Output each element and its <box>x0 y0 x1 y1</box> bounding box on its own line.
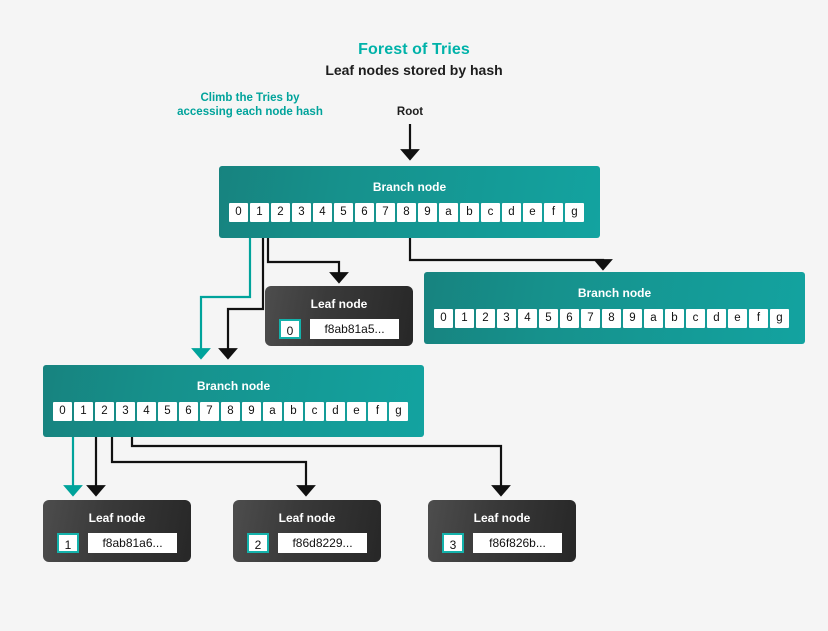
branch-cell-3[interactable]: 3 <box>497 309 516 328</box>
branch-cell-0[interactable]: 0 <box>229 203 248 222</box>
branch-cell-1[interactable]: 1 <box>250 203 269 222</box>
branch-cell-a[interactable]: a <box>263 402 282 421</box>
branch-cell-row: 0 1 2 3 4 5 6 7 8 9 a b c d e f g <box>424 309 805 328</box>
branch-cell-8[interactable]: 8 <box>602 309 621 328</box>
leaf-node-row: 0 f8ab81a5... <box>265 319 413 339</box>
branch-cell-e[interactable]: e <box>728 309 747 328</box>
leaf-node-index[interactable]: 0 <box>279 319 301 339</box>
branch-cell-6[interactable]: 6 <box>179 402 198 421</box>
branch-node-title: Branch node <box>372 180 447 194</box>
branch-cell-6[interactable]: 6 <box>560 309 579 328</box>
branch-cell-8[interactable]: 8 <box>397 203 416 222</box>
page-subtitle: Leaf nodes stored by hash <box>325 62 503 78</box>
connector-cell1-to-branch-left <box>218 221 265 360</box>
leaf-node-title: Leaf node <box>278 511 336 525</box>
leaf-node-hash[interactable]: f86f826b... <box>473 533 562 553</box>
branch-cell-c[interactable]: c <box>686 309 705 328</box>
branch-cell-f[interactable]: f <box>544 203 563 222</box>
root-annotation: Root <box>396 106 424 118</box>
leaf-node-index[interactable]: 1 <box>57 533 79 553</box>
leaf-node-index[interactable]: 2 <box>247 533 269 553</box>
branch-cell-9[interactable]: 9 <box>623 309 642 328</box>
branch-cell-row: 0 1 2 3 4 5 6 7 8 9 a b c d e f g <box>43 402 424 421</box>
branch-cell-g[interactable]: g <box>770 309 789 328</box>
branch-cell-7[interactable]: 7 <box>376 203 395 222</box>
branch-cell-d[interactable]: d <box>707 309 726 328</box>
branch-cell-5[interactable]: 5 <box>334 203 353 222</box>
branch-cell-1[interactable]: 1 <box>455 309 474 328</box>
leaf-node-top[interactable]: Leaf node 0 f8ab81a5... <box>265 286 413 346</box>
branch-cell-b[interactable]: b <box>460 203 479 222</box>
branch-cell-a[interactable]: a <box>644 309 663 328</box>
branch-cell-1[interactable]: 1 <box>74 402 93 421</box>
leaf-node-row: 2 f86d8229... <box>233 533 381 553</box>
branch-cell-5[interactable]: 5 <box>539 309 558 328</box>
branch-cell-2[interactable]: 2 <box>95 402 114 421</box>
branch-cell-0[interactable]: 0 <box>434 309 453 328</box>
branch-cell-d[interactable]: d <box>326 402 345 421</box>
branch-cell-row: 0 1 2 3 4 5 6 7 8 9 a b c d e f g <box>219 203 600 222</box>
branch-node-title: Branch node <box>577 286 652 300</box>
branch-cell-8[interactable]: 8 <box>221 402 240 421</box>
connector-cell0-to-branch-left <box>191 221 252 360</box>
branch-cell-4[interactable]: 4 <box>137 402 156 421</box>
branch-cell-7[interactable]: 7 <box>581 309 600 328</box>
branch-cell-0[interactable]: 0 <box>53 402 72 421</box>
branch-cell-a[interactable]: a <box>439 203 458 222</box>
branch-cell-9[interactable]: 9 <box>242 402 261 421</box>
branch-cell-c[interactable]: c <box>305 402 324 421</box>
leaf-node-bottom-1[interactable]: Leaf node 1 f8ab81a6... <box>43 500 191 562</box>
page-title: Forest of Tries <box>358 41 470 58</box>
branch-node-title: Branch node <box>196 379 271 393</box>
leaf-node-title: Leaf node <box>473 511 531 525</box>
branch-cell-3[interactable]: 3 <box>116 402 135 421</box>
branch-cell-6[interactable]: 6 <box>355 203 374 222</box>
branch-cell-g[interactable]: g <box>389 402 408 421</box>
branch-cell-2[interactable]: 2 <box>271 203 290 222</box>
leaf-node-hash[interactable]: f86d8229... <box>278 533 367 553</box>
branch-cell-2[interactable]: 2 <box>476 309 495 328</box>
connector-cell1-to-leaf-top <box>266 232 349 284</box>
leaf-node-row: 1 f8ab81a6... <box>43 533 191 553</box>
branch-cell-f[interactable]: f <box>368 402 387 421</box>
branch-cell-e[interactable]: e <box>347 402 366 421</box>
branch-cell-3[interactable]: 3 <box>292 203 311 222</box>
branch-cell-4[interactable]: 4 <box>518 309 537 328</box>
leaf-node-title: Leaf node <box>310 297 368 311</box>
branch-cell-9[interactable]: 9 <box>418 203 437 222</box>
leaf-node-index[interactable]: 3 <box>442 533 464 553</box>
branch-node-root[interactable]: Branch node 0 1 2 3 4 5 6 7 8 9 a b c d … <box>219 166 600 238</box>
branch-cell-7[interactable]: 7 <box>200 402 219 421</box>
leaf-node-hash[interactable]: f8ab81a6... <box>88 533 177 553</box>
branch-node-left[interactable]: Branch node 0 1 2 3 4 5 6 7 8 9 a b c d … <box>43 365 424 437</box>
climb-annotation: Climb the Tries by accessing each node h… <box>177 92 323 118</box>
branch-cell-c[interactable]: c <box>481 203 500 222</box>
branch-cell-d[interactable]: d <box>502 203 521 222</box>
branch-cell-f[interactable]: f <box>749 309 768 328</box>
branch-cell-b[interactable]: b <box>665 309 684 328</box>
leaf-node-bottom-2[interactable]: Leaf node 2 f86d8229... <box>233 500 381 562</box>
branch-cell-b[interactable]: b <box>284 402 303 421</box>
leaf-node-title: Leaf node <box>88 511 146 525</box>
branch-cell-e[interactable]: e <box>523 203 542 222</box>
leaf-node-row: 3 f86f826b... <box>428 533 576 553</box>
branch-cell-4[interactable]: 4 <box>313 203 332 222</box>
leaf-node-hash[interactable]: f8ab81a5... <box>310 319 399 339</box>
branch-cell-5[interactable]: 5 <box>158 402 177 421</box>
branch-node-right[interactable]: Branch node 0 1 2 3 4 5 6 7 8 9 a b c d … <box>424 272 805 344</box>
leaf-node-bottom-3[interactable]: Leaf node 3 f86f826b... <box>428 500 576 562</box>
branch-cell-g[interactable]: g <box>565 203 584 222</box>
